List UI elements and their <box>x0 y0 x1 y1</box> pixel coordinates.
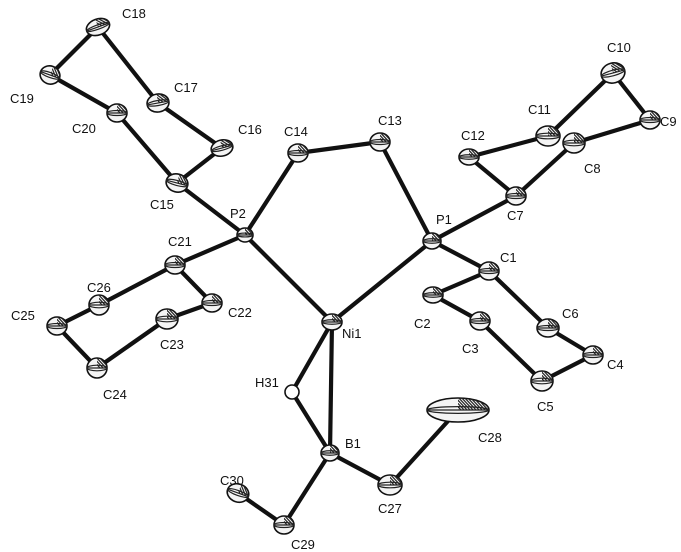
atom-label-c4: C4 <box>607 357 624 372</box>
atom-label-b1: B1 <box>345 436 361 451</box>
bond-Ni1-B1 <box>327 319 335 456</box>
atom-p2 <box>236 227 254 243</box>
bond-C7-C8 <box>513 140 577 199</box>
bond-C21-C26 <box>96 262 178 308</box>
atom-label-c24: C24 <box>103 387 127 402</box>
atom-c14 <box>287 143 309 163</box>
atom-c25 <box>46 316 68 336</box>
atom-c22 <box>201 293 223 313</box>
atom-label-c13: C13 <box>378 113 402 128</box>
atom-c15 <box>165 173 190 193</box>
atom-p1 <box>422 232 442 250</box>
atom-h31 <box>284 384 300 400</box>
bond-C20-C15 <box>114 110 180 186</box>
atom-label-c27: C27 <box>378 501 402 516</box>
atom-label-c30: C30 <box>220 473 244 488</box>
bond-P1-C1 <box>429 238 492 274</box>
bond-C12-C11 <box>466 133 551 160</box>
bond-H31-B1 <box>289 389 333 456</box>
atom-label-c20: C20 <box>72 121 96 136</box>
atom-label-c10: C10 <box>607 40 631 55</box>
bond-P2-Ni1 <box>242 232 335 325</box>
atom-c7 <box>505 186 527 206</box>
bond-C19-C20 <box>47 72 120 116</box>
atom-label-c14: C14 <box>284 124 308 139</box>
bond-C15-P2 <box>174 180 248 238</box>
bond-C13-P1 <box>377 139 435 244</box>
atom-label-c16: C16 <box>238 122 262 137</box>
atom-c1 <box>478 261 500 281</box>
bond-C8-C9 <box>571 117 653 146</box>
atom-label-c12: C12 <box>461 128 485 143</box>
atom-label-c11: C11 <box>528 102 551 117</box>
atom-c28 <box>426 397 490 423</box>
bond-C14-C13 <box>295 139 383 156</box>
atom-label-c5: C5 <box>537 399 554 414</box>
bond-C23-C24 <box>94 316 170 371</box>
bond-C17-C16 <box>155 100 225 151</box>
bond-C3-C5 <box>477 318 545 384</box>
atom-label-p1: P1 <box>436 212 452 227</box>
atom-label-c8: C8 <box>584 161 601 176</box>
atom-label-c15: C15 <box>150 197 174 212</box>
atom-label-ni1: Ni1 <box>342 326 362 341</box>
atom-label-c23: C23 <box>160 337 184 352</box>
atom-label-c21: C21 <box>168 234 192 249</box>
bond-P2-C21 <box>172 232 248 268</box>
atom-c27 <box>377 474 403 496</box>
atom-c24 <box>86 357 108 379</box>
atom-label-c17: C17 <box>174 80 198 95</box>
atom-label-c19: C19 <box>10 91 34 106</box>
bond-C27-C28 <box>387 407 461 488</box>
atom-label-c3: C3 <box>462 341 479 356</box>
atom-label-c6: C6 <box>562 306 579 321</box>
atom-c13 <box>369 132 391 152</box>
atom-label-c18: C18 <box>122 6 146 21</box>
atom-c20 <box>106 103 128 123</box>
atom-c12 <box>458 148 480 166</box>
atom-b1 <box>320 444 340 462</box>
atom-layer <box>39 15 661 535</box>
atom-c18 <box>85 15 111 37</box>
atom-c21 <box>164 255 186 275</box>
bond-C11-C10 <box>545 70 616 139</box>
atom-c2 <box>422 286 444 304</box>
atom-c3 <box>469 311 491 331</box>
bond-B1-C29 <box>281 450 333 528</box>
atom-label-c22: C22 <box>228 305 252 320</box>
atom-label-c2: C2 <box>414 316 431 331</box>
atom-label-c7: C7 <box>507 208 524 223</box>
bond-P1-C7 <box>429 193 519 244</box>
atom-c10 <box>600 60 626 84</box>
bond-P2-C14 <box>242 150 301 238</box>
bond-Ni1-H31 <box>289 319 335 395</box>
atom-c6 <box>536 318 560 338</box>
atom-label-c28: C28 <box>478 430 502 445</box>
atom-label-c29: C29 <box>291 537 315 552</box>
atom-c29 <box>273 515 295 535</box>
atom-label-p2: P2 <box>230 206 246 221</box>
atom-label-h31: H31 <box>255 375 279 390</box>
bond-P1-Ni1 <box>329 238 435 325</box>
atom-label-c1: C1 <box>500 250 517 265</box>
bond-C1-C6 <box>486 268 551 331</box>
atom-ni1 <box>321 313 343 331</box>
atom-label-c26: C26 <box>87 280 111 295</box>
atom-c5 <box>530 370 554 392</box>
atom-label-c25: C25 <box>11 308 35 323</box>
atom-c19 <box>39 65 63 85</box>
atom-c30 <box>226 482 252 504</box>
bond-C18-C17 <box>95 24 161 106</box>
atom-c4 <box>582 345 604 365</box>
atom-label-c9: C9 <box>660 114 677 129</box>
atom-c9 <box>639 110 661 130</box>
